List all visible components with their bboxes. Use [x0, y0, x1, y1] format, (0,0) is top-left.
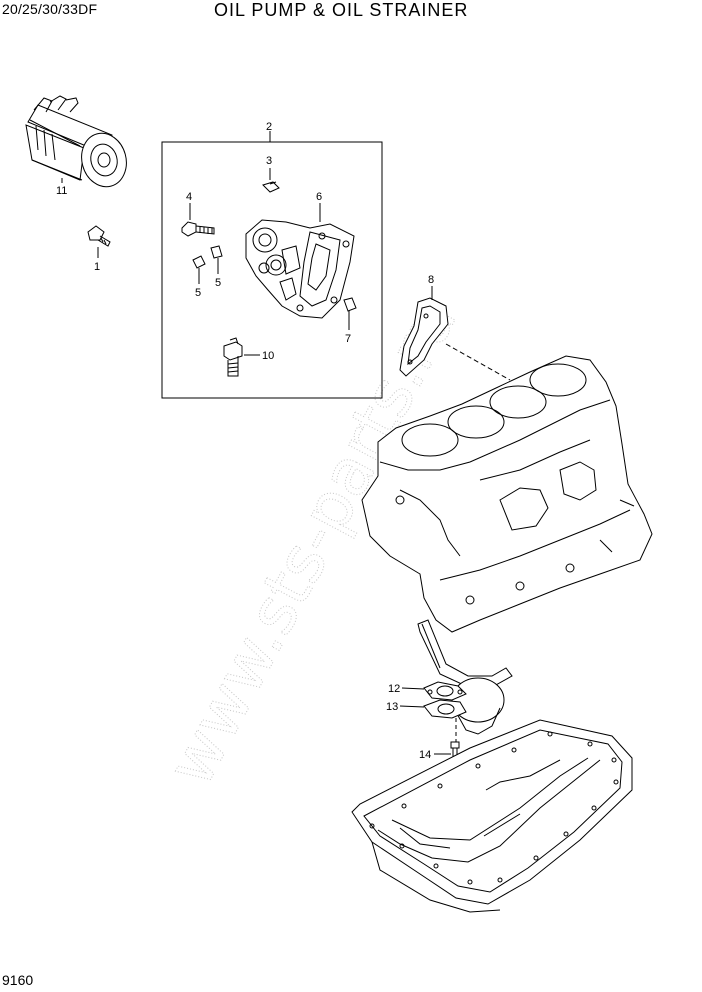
flange-13-drawing [423, 699, 467, 719]
callout-4: 4 [186, 191, 192, 203]
callout-2: 2 [266, 121, 272, 133]
leader-12 [401, 687, 425, 690]
oil-filter-drawing [25, 95, 127, 188]
gasket-12-drawing [423, 681, 467, 701]
leader-13 [399, 705, 425, 708]
connector-3-drawing [262, 181, 280, 193]
callout-6: 6 [316, 191, 322, 203]
engine-block-drawing [361, 355, 653, 633]
plug-7-drawing [343, 297, 357, 312]
callout-11: 11 [56, 185, 67, 197]
callout-10: 10 [262, 350, 274, 362]
callout-7: 7 [345, 333, 351, 345]
oil-pan-drawing [351, 719, 633, 913]
model-code: 20/25/30/33DF [2, 1, 98, 17]
callout-14: 14 [419, 749, 431, 761]
plug-5a-drawing [192, 255, 206, 269]
stud-10-drawing [223, 337, 243, 377]
plug-5b-drawing [210, 245, 223, 259]
assembly-frame [161, 141, 383, 399]
page-title: OIL PUMP & OIL STRAINER [214, 0, 469, 20]
callout-3: 3 [266, 155, 272, 167]
callout-5b: 5 [215, 277, 221, 289]
page-number: 9160 [2, 972, 34, 988]
bolt-1-drawing [87, 225, 111, 247]
callout-8: 8 [428, 274, 434, 286]
gasket-8-drawing [399, 297, 449, 377]
callout-12: 12 [388, 683, 400, 695]
bolt-4-drawing [181, 221, 215, 237]
callout-5a: 5 [195, 287, 201, 299]
callout-1: 1 [94, 261, 100, 273]
callout-13: 13 [386, 701, 398, 713]
gasket-alignment-line [445, 343, 511, 381]
oil-strainer-drawing [417, 619, 513, 735]
filter-bracket-6-drawing [245, 219, 355, 319]
